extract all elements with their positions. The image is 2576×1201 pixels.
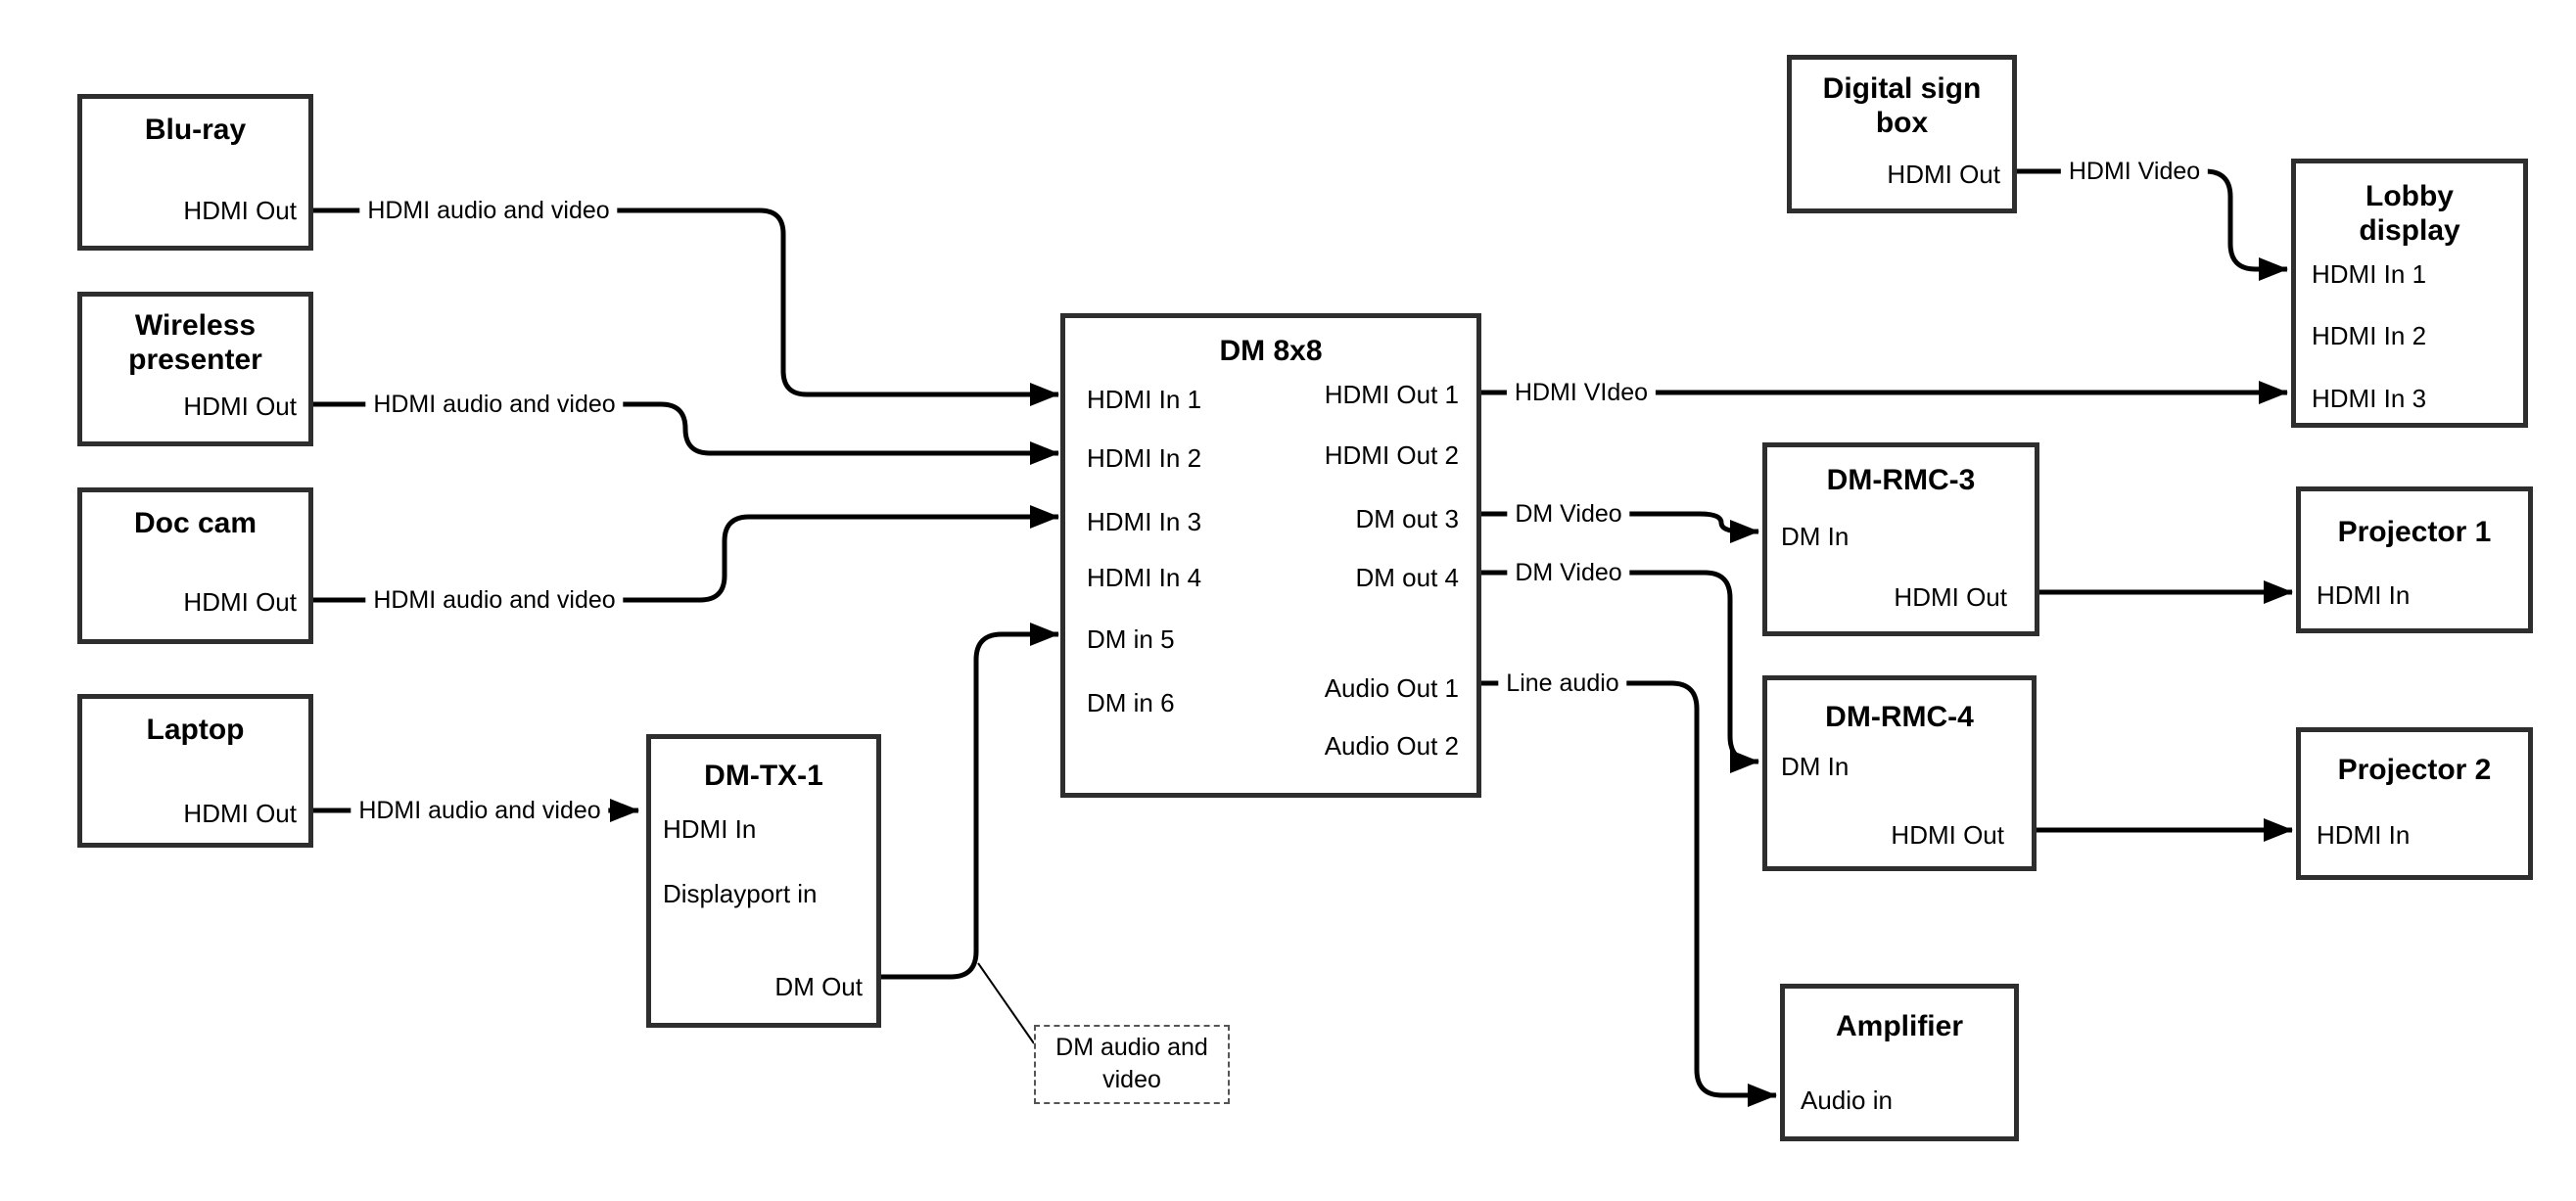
node-doc-cam: Doc cam HDMI Out bbox=[77, 487, 313, 644]
port-hdmi-in: HDMI In bbox=[2317, 580, 2411, 610]
node-bluray: Blu-ray HDMI Out bbox=[77, 94, 313, 251]
port-hdmi-out-1: HDMI Out 1 bbox=[1324, 380, 1459, 409]
node-title: Amplifier bbox=[1835, 1010, 1964, 1042]
wire-label-hdmi-audio-video-laptop: HDMI audio and video bbox=[351, 797, 609, 824]
wire-label-hdmi-audio-video-wireless: HDMI audio and video bbox=[365, 391, 624, 418]
port-hdmi-out: HDMI Out bbox=[1894, 582, 2007, 612]
node-title: Projector 2 bbox=[2337, 754, 2492, 786]
wire-dmtx1-dmout-to-dm8x8-dm-in-5 bbox=[881, 623, 1059, 980]
port-dm-out: DM Out bbox=[774, 972, 863, 1001]
port-hdmi-in-2: HDMI In 2 bbox=[2312, 321, 2427, 350]
node-digital-sign-box: Digital sign box HDMI Out bbox=[1787, 55, 2017, 213]
port-dm-in: DM In bbox=[1781, 752, 1850, 781]
port-dm-out-4: DM out 4 bbox=[1355, 563, 1460, 592]
node-dm-rmc-4: DM-RMC-4 DM In HDMI Out bbox=[1762, 675, 2037, 871]
port-hdmi-out: HDMI Out bbox=[1891, 820, 2004, 850]
node-dm-tx-1: DM-TX-1 HDMI In Displayport in DM Out bbox=[646, 734, 881, 1028]
port-hdmi-out: HDMI Out bbox=[183, 196, 297, 225]
port-hdmi-in-4: HDMI In 4 bbox=[1087, 563, 1202, 592]
port-hdmi-in-3: HDMI In 3 bbox=[2312, 384, 2427, 413]
node-title: DM 8x8 bbox=[1219, 335, 1323, 367]
port-hdmi-in: HDMI In bbox=[2317, 820, 2411, 850]
node-title: DM-RMC-3 bbox=[1826, 464, 1976, 496]
wire-label-hdmi-audio-video-bluray: HDMI audio and video bbox=[359, 197, 618, 224]
port-audio-out-1: Audio Out 1 bbox=[1324, 673, 1459, 703]
wire-label-line-audio: Line audio bbox=[1498, 670, 1627, 697]
node-title: DM-TX-1 bbox=[704, 760, 823, 792]
port-displayport-in: Displayport in bbox=[663, 879, 818, 908]
node-projector-2: Projector 2 HDMI In bbox=[2296, 727, 2533, 880]
port-audio-in: Audio in bbox=[1801, 1086, 1893, 1115]
node-title: Projector 1 bbox=[2337, 516, 2492, 548]
callout-dm-audio-video: DM audio and video bbox=[1034, 1025, 1230, 1104]
node-dm-rmc-3: DM-RMC-3 DM In HDMI Out bbox=[1762, 442, 2039, 636]
port-dm-in: DM In bbox=[1781, 522, 1850, 551]
port-dm-in-6: DM in 6 bbox=[1087, 688, 1175, 717]
node-dm-8x8: DM 8x8 HDMI In 1 HDMI In 2 HDMI In 3 HDM… bbox=[1060, 313, 1481, 798]
port-hdmi-in: HDMI In bbox=[663, 814, 757, 844]
callout-leader-line bbox=[977, 962, 1035, 1044]
node-laptop: Laptop HDMI Out bbox=[77, 694, 313, 848]
node-title: Lobby display bbox=[2359, 180, 2460, 247]
port-hdmi-out: HDMI Out bbox=[183, 799, 297, 828]
wire-label-dm-video-out4: DM Video bbox=[1507, 559, 1630, 586]
port-hdmi-in-1: HDMI In 1 bbox=[1087, 385, 1202, 414]
port-dm-in-5: DM in 5 bbox=[1087, 624, 1175, 654]
port-hdmi-out: HDMI Out bbox=[1887, 160, 2000, 189]
node-title: Blu-ray bbox=[144, 114, 247, 146]
node-title: Digital sign box bbox=[1822, 72, 1982, 139]
port-hdmi-out: HDMI Out bbox=[183, 392, 297, 421]
wire-bluray-to-dm8x8-hdmi-in-1 bbox=[313, 208, 1059, 406]
port-hdmi-out: HDMI Out bbox=[183, 587, 297, 617]
node-title: DM-RMC-4 bbox=[1825, 701, 1974, 733]
wire-label-hdmi-audio-video-doccam: HDMI audio and video bbox=[365, 586, 624, 614]
wire-dm8x8-audio-out-1-to-amplifier-audio-in bbox=[1481, 680, 1777, 1107]
node-lobby-display: Lobby display HDMI In 1 HDMI In 2 HDMI I… bbox=[2291, 159, 2528, 428]
node-projector-1: Projector 1 HDMI In bbox=[2296, 486, 2533, 633]
wire-digital-sign-to-lobby-hdmi-in-1 bbox=[2017, 168, 2288, 281]
wire-label-hdmi-video-sign: HDMI Video bbox=[2060, 158, 2209, 185]
node-wireless-presenter: Wireless presenter HDMI Out bbox=[77, 292, 313, 446]
node-title: Laptop bbox=[146, 714, 245, 746]
port-hdmi-in-1: HDMI In 1 bbox=[2312, 259, 2427, 289]
port-audio-out-2: Audio Out 2 bbox=[1324, 731, 1459, 761]
wire-label-dm-video-out3: DM Video bbox=[1507, 500, 1630, 528]
port-dm-out-3: DM out 3 bbox=[1355, 504, 1460, 533]
node-title: Doc cam bbox=[133, 507, 258, 539]
wire-dm8x8-dm-out-4-to-dmrmc4-dm-in bbox=[1481, 570, 1759, 773]
wire-label-hdmi-video-out1: HDMI VIdeo bbox=[1506, 379, 1657, 406]
node-title: Wireless presenter bbox=[128, 309, 262, 376]
port-hdmi-in-2: HDMI In 2 bbox=[1087, 443, 1202, 473]
port-hdmi-out-2: HDMI Out 2 bbox=[1324, 440, 1459, 470]
node-amplifier: Amplifier Audio in bbox=[1780, 984, 2019, 1141]
port-hdmi-in-3: HDMI In 3 bbox=[1087, 507, 1202, 536]
